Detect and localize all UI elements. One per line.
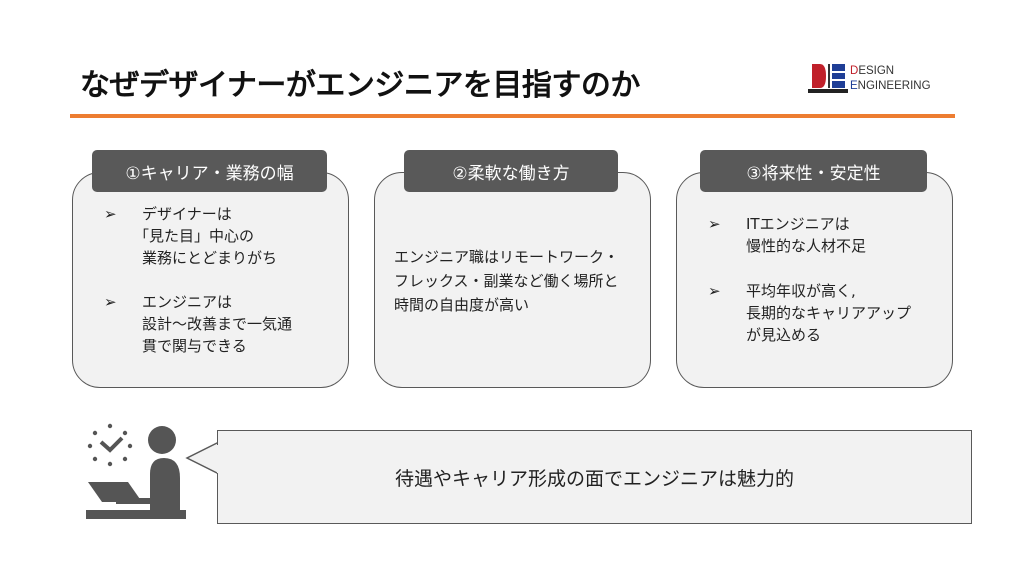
card-future-tab: ③将来性・安定性 — [700, 150, 927, 192]
bullet-line: 慢性的な人材不足 — [746, 237, 867, 255]
bullet-line: 平均年収が高く, — [746, 282, 856, 300]
card-future — [676, 172, 953, 388]
card-flexible — [374, 172, 651, 388]
card-flexible-text: エンジニア職はリモートワーク・ フレックス・副業など働く場所と 時間の自由度が高… — [394, 245, 619, 317]
person-at-laptop-with-clock-icon — [86, 422, 186, 522]
bullet-line: 「見た目」中心の — [134, 227, 255, 245]
logo-text: DESIGN ENGINEERING — [850, 64, 931, 94]
bullet-line: 設計～改善まで一気通 — [142, 315, 293, 333]
text-line: エンジニア職はリモートワーク・ — [394, 248, 619, 266]
card-career — [72, 172, 349, 388]
page-title: なぜデザイナーがエンジニアを目指すのか — [80, 68, 640, 103]
arrow-bullet-icon: ➢ — [708, 282, 721, 300]
bullet-line: が見込める — [746, 326, 822, 344]
arrow-bullet-icon: ➢ — [708, 215, 721, 233]
bullet-line: ITエンジニアは — [746, 215, 850, 233]
bullet-item: ➢ 平均年収が高く, 長期的なキャリアアップ が見込める — [708, 280, 912, 346]
logo-line2: ENGINEERING — [850, 80, 931, 92]
arrow-bullet-icon: ➢ — [104, 205, 117, 223]
bullet-line: 貫で関与できる — [142, 337, 247, 355]
bullet-line: 長期的なキャリアアップ — [746, 304, 912, 322]
bullet-item: ➢ ITエンジニアは 慢性的な人材不足 — [708, 213, 867, 257]
title-divider — [70, 114, 955, 118]
logo-line1: DESIGN — [850, 65, 895, 77]
summary-callout: 待遇やキャリア形成の面でエンジニアは魅力的 — [217, 430, 972, 524]
bullet-line: 業務にとどまりがち — [142, 249, 278, 267]
callout-pointer — [185, 441, 220, 475]
bullet-item: ➢ エンジニアは 設計～改善まで一気通 貫で関与できる — [104, 291, 293, 357]
bullet-line: デザイナーは — [142, 205, 232, 223]
card-flexible-tab: ②柔軟な働き方 — [404, 150, 618, 192]
callout-pointer-join — [217, 445, 220, 473]
text-line: フレックス・副業など働く場所と — [394, 272, 619, 290]
arrow-bullet-icon: ➢ — [104, 293, 117, 311]
design-engineering-logo-icon — [808, 62, 848, 96]
bullet-line: エンジニアは — [142, 293, 233, 311]
bullet-item: ➢ デザイナーは 「見た目」中心の 業務にとどまりがち — [104, 203, 278, 269]
text-line: 時間の自由度が高い — [394, 296, 530, 314]
card-career-tab: ①キャリア・業務の幅 — [92, 150, 327, 192]
